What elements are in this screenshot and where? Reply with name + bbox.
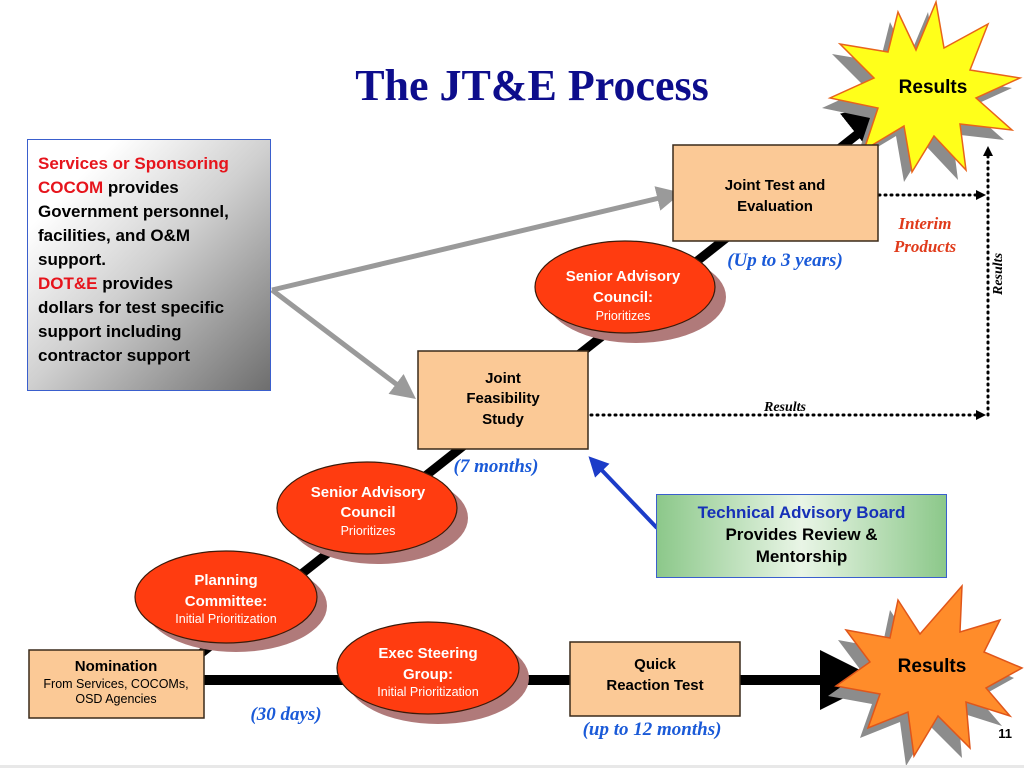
services-sponsoring-text: Services or Sponsoring [38, 154, 229, 173]
star-shape [834, 583, 1024, 759]
jfs-label-line2: Feasibility [466, 390, 540, 407]
slide-title: The JT&E Process [355, 61, 709, 110]
interim-products-line1: Interim [898, 214, 952, 233]
results-horizontal-label: Results [763, 400, 807, 415]
funding-info-panel: Services or Sponsoring COCOM provides Go… [27, 139, 271, 391]
jfs-label-line3: Study [482, 411, 524, 428]
tab-title: Technical Advisory Board [697, 503, 906, 522]
footer-divider [0, 765, 1024, 768]
provides-text-1: provides [103, 178, 179, 197]
duration-qrt: (up to 12 months) [583, 719, 722, 740]
results-star-bottom: Results [828, 583, 1024, 766]
planning-line1: Planning [194, 572, 257, 589]
duration-nomination: (30 days) [250, 704, 321, 725]
node-planning-committee[interactable]: Planning Committee: Initial Prioritizati… [134, 550, 327, 652]
sac2-line2: Council: [593, 289, 653, 306]
sac2-ellipse [534, 240, 716, 334]
nomination-sub1: From Services, COCOMs, [43, 677, 188, 691]
panel-line8: support including [38, 322, 182, 341]
nomination-box [28, 649, 205, 719]
node-exec-steering-group[interactable]: Exec Steering Group: Initial Prioritizat… [336, 621, 529, 724]
tab-line3: Mentorship [755, 547, 848, 566]
nomination-title: Nomination [75, 658, 158, 675]
sac1-ellipse [276, 461, 458, 555]
node-joint-feasibility-study[interactable]: Joint Feasibility Study [417, 350, 589, 450]
tab-line2: Provides Review & [725, 525, 878, 544]
page-number: 11 [998, 726, 1012, 741]
panel-line3: Government personnel, [38, 202, 229, 221]
jte-label-line1: Joint Test and [725, 177, 826, 194]
jte-label-line2: Evaluation [737, 198, 813, 215]
duration-jfs: (7 months) [454, 456, 539, 477]
results-star-top: Results [822, 0, 1023, 182]
interim-products-line2: Products [893, 237, 957, 256]
planning-ellipse [134, 550, 318, 644]
panel-line5: support. [38, 250, 106, 269]
qrt-box [569, 641, 741, 717]
jfs-label-line1: Joint [485, 370, 521, 387]
provides-text-2: provides [97, 274, 174, 293]
qrt-label-line1: Quick [634, 656, 676, 673]
esg-line2: Group: [403, 666, 453, 683]
sac2-line1: Senior Advisory [566, 268, 681, 285]
esg-line1: Exec Steering [378, 645, 477, 662]
sac1-line1: Senior Advisory [311, 484, 426, 501]
jfs-box [417, 350, 589, 450]
panel-line4: facilities, and O&M [38, 226, 191, 245]
duration-jte: (Up to 3 years) [727, 250, 843, 271]
sac2-sub: Prioritizes [596, 309, 651, 323]
node-nomination[interactable]: Nomination From Services, COCOMs, OSD Ag… [28, 649, 205, 719]
planning-line2: Committee: [185, 593, 268, 610]
cocom-text: COCOM [38, 178, 104, 197]
tab-arrow [588, 456, 659, 530]
sac1-sub: Prioritizes [341, 524, 396, 538]
node-joint-test-evaluation[interactable]: Joint Test and Evaluation [672, 144, 879, 242]
nomination-sub2: OSD Agencies [75, 692, 156, 706]
node-senior-advisory-council-2[interactable]: Senior Advisory Council: Prioritizes [534, 240, 726, 343]
panel-line7: dollars for test specific [38, 298, 225, 317]
esg-sub: Initial Prioritization [377, 685, 478, 699]
gray-arrow-to-jte [271, 186, 682, 293]
star-top-label: Results [899, 77, 968, 98]
planning-sub: Initial Prioritization [175, 612, 276, 626]
node-senior-advisory-council-1[interactable]: Senior Advisory Council Prioritizes [276, 461, 468, 564]
jte-box [672, 144, 879, 242]
star-shape [827, 0, 1023, 175]
panel-line9: contractor support [38, 346, 191, 365]
qrt-label-line2: Reaction Test [606, 677, 703, 694]
esg-ellipse [336, 621, 520, 715]
technical-advisory-board[interactable]: Technical Advisory Board Provides Review… [656, 494, 947, 578]
star-bottom-label: Results [898, 656, 967, 677]
gray-arrow-to-jfs [270, 288, 416, 400]
results-vertical-label: Results [991, 252, 1006, 296]
node-quick-reaction-test[interactable]: Quick Reaction Test [569, 641, 741, 717]
sac1-line2: Council [341, 504, 396, 521]
dote-text: DOT&E [38, 274, 98, 293]
